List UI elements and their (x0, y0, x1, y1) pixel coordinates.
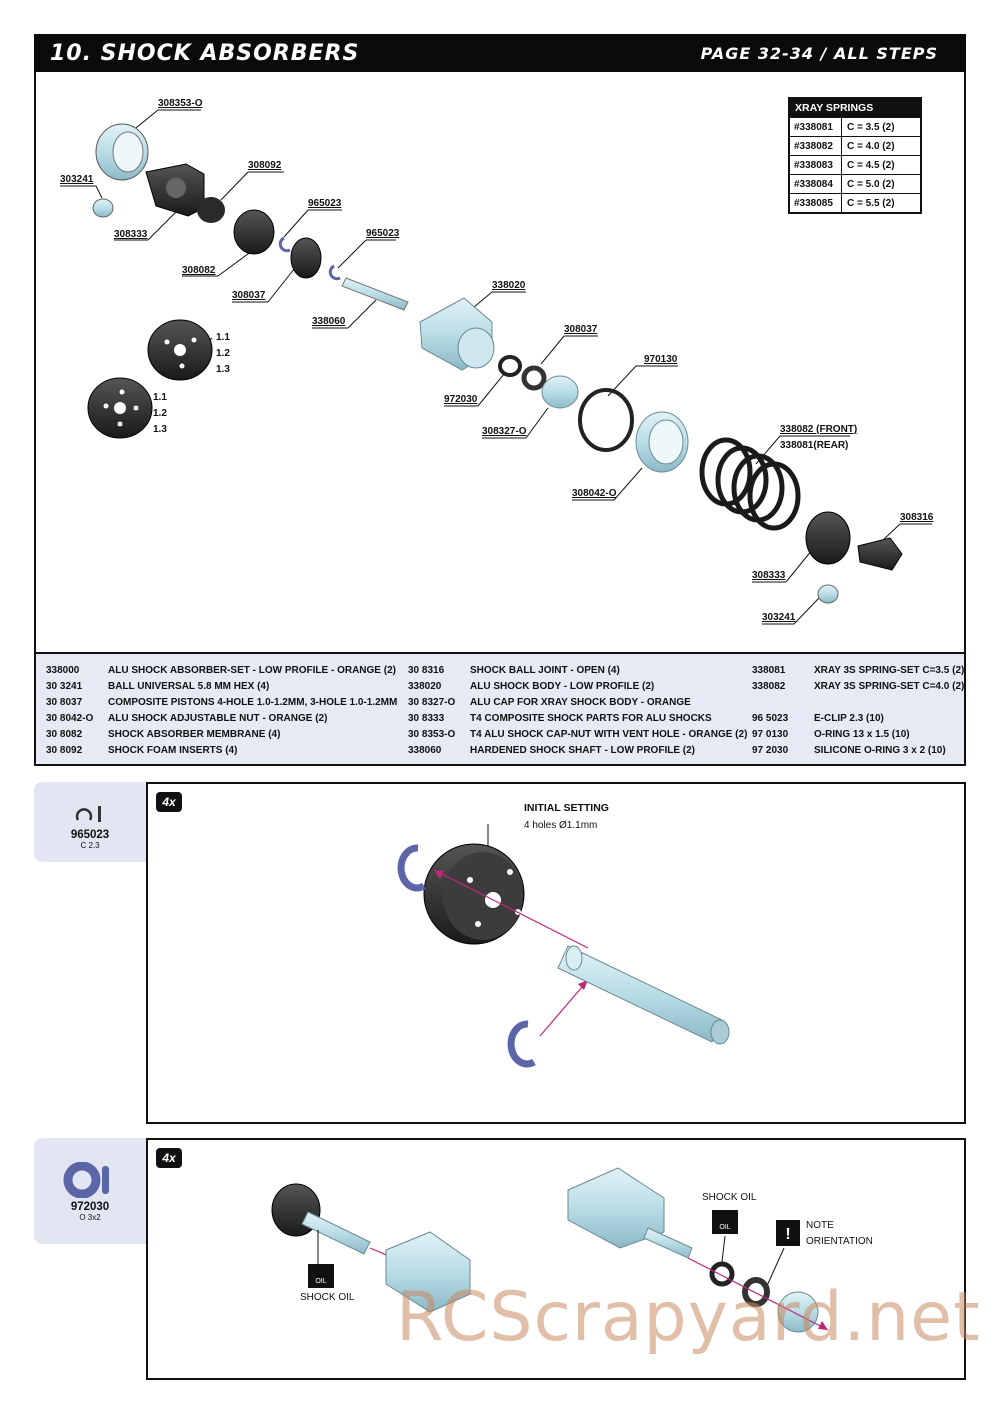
piston-hole-label: 1.3 (153, 424, 167, 435)
step2-drawing: OIL OIL ! (271, 1167, 829, 1333)
watermark: RCScrapyard.net (396, 1278, 981, 1357)
step1-part-number: 965023 (70, 829, 110, 841)
o-ring-icon (63, 1161, 109, 1199)
part-label: 965023 (366, 228, 400, 239)
step1-part-spec: C 2.3 (80, 841, 100, 850)
part-label: 338060 (312, 316, 346, 327)
shock-oil-label-left: SHOCK OIL (300, 1292, 355, 1303)
piston-hole-label: 1.1 (216, 332, 230, 343)
initial-setting-title: INITIAL SETTING (524, 802, 609, 814)
part-label: 308092 (248, 160, 282, 171)
springs-table-title: XRAY SPRINGS (790, 99, 920, 117)
orientation-label: ORIENTATION (806, 1236, 873, 1247)
page-reference: PAGE 32-34 / ALL STEPS (700, 43, 938, 63)
step1-part-tab: 965023 C 2.3 (34, 782, 146, 862)
part-label: 308082 (182, 265, 216, 276)
section-title: 10. SHOCK ABSORBERS (50, 40, 360, 66)
section-header: 10. SHOCK ABSORBERS PAGE 32-34 / ALL STE… (34, 34, 966, 72)
piston-hole-label: 1.3 (216, 364, 230, 375)
part-label: 308316 (900, 512, 934, 523)
quantity-badge: 4x (156, 1148, 182, 1168)
part-label: 308037 (564, 324, 598, 335)
step1-drawing (397, 824, 730, 1068)
shock-oil-label-right: SHOCK OIL (702, 1192, 757, 1203)
oil-icon-text: OIL (315, 1278, 326, 1285)
part-label: 303241 (762, 612, 796, 623)
piston-hole-label: 1.2 (216, 348, 230, 359)
quantity-badge: 4x (156, 792, 182, 812)
step2-part-number: 972030 (70, 1201, 110, 1213)
step2-part-tab: 972030 O 3x2 (34, 1138, 146, 1244)
step2-part-spec: O 3x2 (79, 1213, 101, 1222)
piston-hole-label: 1.1 (153, 392, 167, 403)
piston-hole-label: 1.2 (153, 408, 167, 419)
part-label: 308037 (232, 290, 266, 301)
part-label: 303241 (60, 174, 94, 185)
part-label: 972030 (444, 394, 478, 405)
e-clip-icon (75, 806, 101, 822)
part-label: 308333 (114, 229, 148, 240)
part-label: 308353-O (158, 98, 203, 109)
part-label: 308327-O (482, 426, 527, 437)
part-label: 338082 (FRONT) (780, 424, 858, 435)
exploded-diagram-drawing (60, 109, 932, 625)
step2-panel: 4x OIL OIL ! SHOCK OIL SHOCK OIL NOTE OR… (146, 1138, 966, 1380)
part-label: 965023 (308, 198, 342, 209)
oil-icon-text: OIL (719, 1224, 730, 1231)
step1-panel: 4x INITIAL SETTING 4 holes Ø1.1mm (146, 782, 966, 1124)
part-label: 308042-O (572, 488, 617, 499)
parts-row (752, 694, 964, 710)
part-label: 308333 (752, 570, 786, 581)
part-label: 970130 (644, 354, 678, 365)
note-label: NOTE (806, 1220, 834, 1231)
part-label: 338081(REAR) (780, 440, 849, 451)
initial-setting-detail: 4 holes Ø1.1mm (524, 820, 598, 831)
part-label: 338020 (492, 280, 526, 291)
svg-text:!: ! (785, 1226, 790, 1243)
